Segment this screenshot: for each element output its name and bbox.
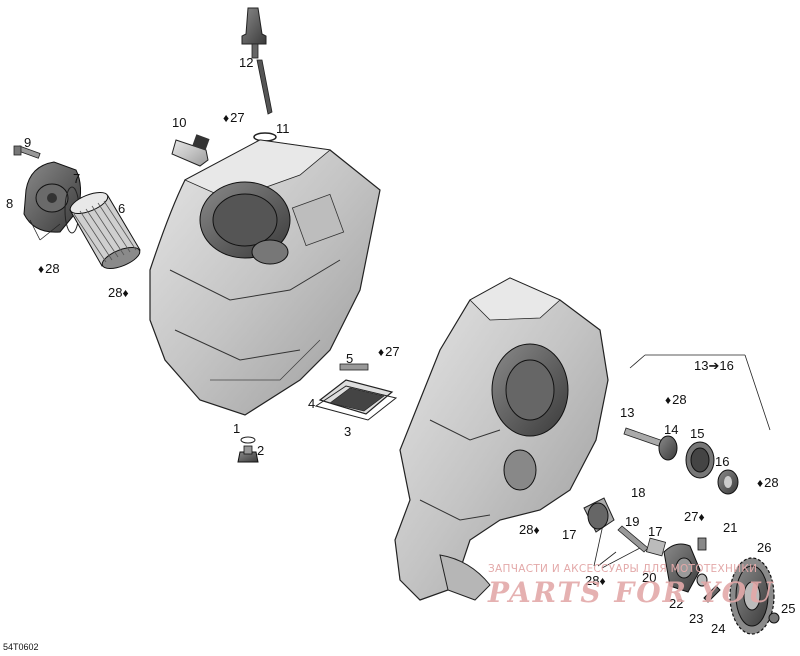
callout-21: 21 (723, 520, 738, 535)
callout-14: 14 (664, 422, 679, 437)
callout-1: 1 (233, 421, 241, 436)
callout-19: 19 (625, 514, 640, 529)
lubricant-drop-icon: ♦ (599, 574, 606, 588)
lubricant-drop-icon: ♦ (757, 476, 764, 490)
oil-pump-part (583, 497, 667, 557)
lubricant-drop-icon: ♦ (122, 286, 129, 300)
screw-part (13, 145, 41, 159)
lubricant-drop-icon: ♦ (533, 523, 540, 537)
callout-11: 11 (276, 121, 290, 136)
figure-id: 54T0602 (3, 642, 39, 652)
callout-8: 8 (6, 196, 14, 211)
callout-7: 7 (73, 171, 81, 186)
callout-2: 2 (257, 443, 265, 458)
oil-pump-cover-part (663, 537, 721, 603)
lubricant-drop-icon: ♦ (38, 262, 45, 276)
left-crankcase-part (149, 139, 381, 416)
callout-25: 25 (781, 601, 796, 616)
callout-28-gear: ♦28 (757, 475, 779, 490)
right-crankcase-part (394, 277, 609, 601)
callout-13: 13 (620, 405, 635, 420)
callout-6: 6 (118, 201, 126, 216)
callout-4: 4 (308, 396, 316, 411)
leader-lines (29, 219, 771, 569)
callout-13-16: 13➔16 (694, 358, 734, 373)
callout-15: 15 (690, 426, 705, 441)
lubricant-drop-icon: ♦ (665, 393, 672, 407)
oil-filter-cover-part (23, 161, 82, 233)
watermark-caption: ЗАПЧАСТИ И АКСЕССУАРЫ ДЛЯ МОТОТЕХНИКИ (488, 563, 758, 575)
callout-20: 20 (642, 570, 657, 585)
callout-28-filter-cover: ♦28 (38, 261, 60, 276)
callout-22: 22 (669, 596, 684, 611)
callout-27-upper: ♦27 (223, 110, 245, 125)
callout-18: 18 (631, 485, 646, 500)
lubricant-drop-icon: ♦ (698, 510, 705, 524)
drain-plug-part (237, 436, 259, 463)
callout-27-pump: 27♦ (684, 509, 705, 524)
callout-27-strainer: ♦27 (378, 344, 400, 359)
o-ring-part (253, 132, 277, 142)
pump-shaft-gear-set-part (623, 427, 739, 495)
callout-28-shaft: ♦28 (665, 392, 687, 407)
callout-23: 23 (689, 611, 704, 626)
callout-12: 12 (239, 55, 254, 70)
dipstick-part (241, 7, 273, 115)
oil-pressure-sensor-part (171, 134, 210, 167)
callout-17-left: 17 (562, 527, 577, 542)
callout-9: 9 (24, 135, 32, 150)
callout-28-crankcase: 28♦ (519, 522, 540, 537)
callout-5: 5 (346, 351, 354, 366)
callout-28-pump: 28♦ (585, 573, 606, 588)
oil-filter-part (69, 191, 141, 270)
callout-26: 26 (757, 540, 772, 555)
watermark-logo: PARTS FOR YOU (488, 576, 775, 609)
oil-strainer-part (314, 363, 398, 421)
callout-10: 10 (172, 115, 187, 130)
lubricant-drop-icon: ♦ (223, 111, 230, 125)
callout-24: 24 (711, 621, 726, 636)
drive-gear-part (729, 557, 780, 635)
callout-17-right: 17 (648, 524, 663, 539)
lubricant-drop-icon: ♦ (378, 345, 385, 359)
callout-16: 16 (715, 454, 730, 469)
callout-3: 3 (344, 424, 352, 439)
callout-28-filter: 28♦ (108, 285, 129, 300)
